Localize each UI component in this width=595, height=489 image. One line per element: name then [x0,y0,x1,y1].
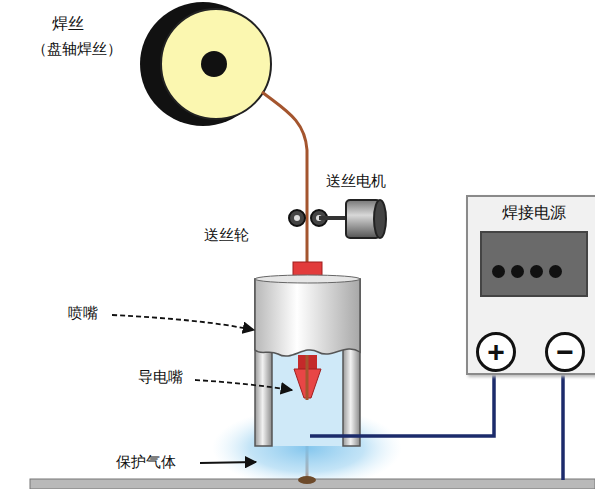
part-label: 保护气体 [116,453,176,471]
wire-spool [140,2,271,126]
positive-cable [310,370,494,436]
part-label: 喷嘴 [68,304,98,322]
device-title: 焊接电源 [468,203,595,222]
part-label: 送丝轮 [204,226,249,244]
indicator-dot [511,265,524,278]
feed-motor [319,200,386,238]
indicator-dot [492,265,505,278]
leader-line [112,315,254,330]
negative-cable [561,370,565,480]
leader-line [195,380,292,390]
part-label: （盘轴焊丝） [32,40,122,58]
display-screen [480,231,588,297]
nozzle [255,275,360,446]
contact-tip [294,355,321,400]
nozzle-cavity [272,350,343,446]
terminal-circle: − [545,332,585,372]
part-label: 焊丝 [52,14,84,33]
part-label: 导电嘴 [138,368,183,386]
indicator-dot [530,265,543,278]
indicator-dot [549,265,562,278]
terminal-circle: + [476,332,516,372]
power-supply-box: 焊接电源 + − [466,195,595,375]
terminal-sign: − [556,337,574,367]
terminal-sign: + [487,337,505,367]
leader-line [200,462,256,463]
weld-pool [298,476,316,484]
part-label: 送丝电机 [326,172,386,190]
